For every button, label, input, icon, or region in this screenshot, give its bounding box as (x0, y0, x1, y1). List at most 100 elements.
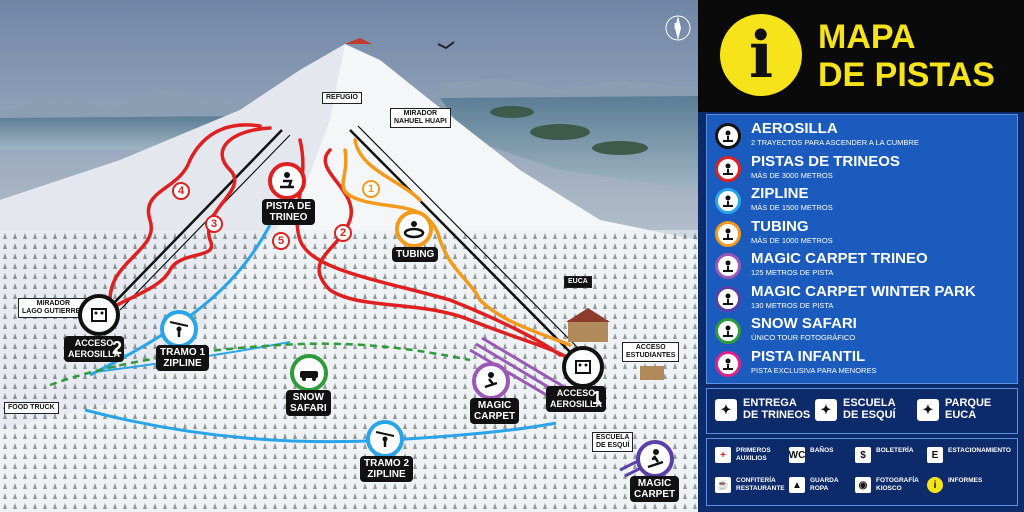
legend-item-name: PISTAS DE TRINEOS (751, 152, 900, 170)
zipline-icon (375, 431, 395, 447)
tubing-marker[interactable] (395, 210, 433, 248)
service-label: PARQUE EUCA (945, 397, 992, 421)
sled-delivery-icon: ✦ (715, 399, 737, 421)
sled-runs (108, 123, 572, 362)
tubing-icon (403, 221, 425, 239)
parking-icon: E (927, 447, 943, 463)
mirador-nahuel-label: MIRADOR NAHUEL HUAPI (390, 108, 451, 128)
magic-carpet-winter-marker[interactable] (636, 440, 674, 478)
legend-item-name: SNOW SAFARI (751, 315, 857, 332)
chairlift-icon (91, 308, 107, 322)
snow-safari-label: SNOW SAFARI (286, 390, 331, 416)
service-label: ENTREGA DE TRINEOS (743, 397, 811, 421)
chairlift-icon (715, 123, 741, 149)
sled-marker[interactable] (268, 162, 306, 200)
facility-label: PRIMEROS AUXILIOS (736, 447, 771, 462)
legend-item-description: 125 METROS DE PISTA (751, 268, 834, 277)
facility-label: ESTACIONAMIENTO (948, 447, 1011, 454)
legend-item-name: MAGIC CARPET TRINEO (751, 250, 928, 267)
acceso-aerosilla-2-text: ACCESO AEROSILLA (68, 338, 121, 359)
kids-slope-icon (715, 350, 741, 377)
chairlift-2-marker[interactable] (78, 294, 120, 336)
facility-label: INFORMES (948, 477, 983, 484)
legend-item-description: 2 TRAYECTOS PARA ASCENDER A LA CUMBRE (751, 138, 919, 147)
mirador-lago-label: MIRADOR LAGO GUTIERREZ (18, 298, 89, 318)
restroom-icon: WC (789, 447, 805, 463)
title-line-2: DE PISTAS (818, 56, 995, 94)
chairlift-1-marker[interactable] (562, 346, 604, 388)
tramo1-label: TRAMO 1 ZIPLINE (156, 345, 209, 371)
services-row: ✦ ENTREGA DE TRINEOS✦ESCUELA DE ESQUÍ✦PAR… (706, 388, 1018, 434)
panel-title: MAPA DE PISTAS (818, 18, 995, 94)
panel-header: i MAPA DE PISTAS (698, 0, 1024, 112)
snow-safari-marker[interactable] (290, 354, 328, 392)
tramo2-label: TRAMO 2 ZIPLINE (360, 456, 413, 482)
food-truck-label: FOOD TRUCK (4, 402, 59, 414)
legend-item-description: MÁS DE 1500 METROS (751, 203, 833, 212)
tubing-label: TUBING (392, 247, 439, 262)
legend-item-description: ÚNICO TOUR FOTOGRÁFICO (751, 333, 856, 342)
tubing-run (341, 138, 572, 347)
facility-label: BAÑOS (810, 447, 834, 454)
legend-item-description: MÁS DE 1000 METROS (751, 235, 833, 245)
run-number-3: 3 (205, 215, 223, 233)
magic-carpet-2-label: MAGIC CARPET (630, 476, 680, 502)
compass-north: N (674, 22, 680, 31)
restaurant-icon: ☕ (715, 477, 731, 493)
snow-safari-route (49, 342, 471, 387)
acceso-aerosilla-1-label: ACCESO AEROSILLA (546, 386, 607, 412)
info-icon: i (927, 477, 943, 493)
facility-label: GUARDA ROPA (810, 477, 839, 492)
ticket-icon: $ (855, 447, 871, 463)
facility-label: FOTOGRAFÍA KIOSCO (876, 477, 919, 492)
zipline-1 (89, 224, 272, 377)
magic-carpet-marker[interactable] (472, 362, 510, 400)
refugio-label: REFUGIO (322, 92, 362, 104)
legend-item-name: ZIPLINE (751, 185, 809, 202)
legend-item-name: AEROSILLA (751, 120, 838, 137)
magic-carpet-label: MAGIC CARPET (470, 398, 520, 424)
legend-item-name: PISTA INFANTIL (751, 347, 866, 365)
facility-label: BOLETERÍA (876, 447, 914, 454)
legend-item-name: MAGIC CARPET WINTER PARK (751, 282, 976, 300)
magic-carpet-ski-icon (647, 449, 664, 469)
pista-trineo-label: PISTA DE TRINEO (262, 199, 316, 225)
info-symbol: i (748, 17, 774, 93)
acceso-aerosilla-2-label: ACCESO AEROSILLA (64, 336, 125, 362)
zipline-icon (715, 188, 741, 214)
sled-icon (715, 155, 741, 182)
run-number-5: 5 (272, 232, 290, 250)
service-item: ✦ESCUELA DE ESQUÍ (815, 395, 911, 429)
snow-safari-icon (715, 318, 741, 344)
zipline-icon (169, 321, 189, 337)
acceso-aerosilla-2-number: 2 (112, 338, 123, 358)
escuela-esqui-label: ESCUELA DE ESQUÍ (592, 432, 634, 452)
info-icon: i (720, 14, 802, 96)
acceso-estudiantes-label: ACCESO ESTUDIANTES (622, 342, 680, 362)
acceso-aerosilla-1-text: ACCESO AEROSILLA (550, 388, 603, 409)
magic-carpet-sled-icon (484, 372, 498, 389)
photo-icon: ◉ (855, 477, 871, 493)
magic-carpet-ski-icon (715, 285, 741, 312)
sled-icon (280, 172, 294, 189)
service-item: ✦PARQUE EUCA (917, 395, 1013, 429)
zipline-2-marker[interactable] (366, 420, 404, 458)
service-label: ESCUELA DE ESQUÍ (843, 397, 896, 421)
run-number-2: 2 (334, 224, 352, 242)
run-number-1: 1 (362, 180, 380, 198)
zipline-1-marker[interactable] (160, 310, 198, 348)
legend-item-description: MÁS DE 3000 METROS (751, 170, 833, 180)
facility-label: CONFITERÍA RESTAURANTE (736, 477, 785, 492)
magic-carpet-tracks (469, 336, 567, 402)
tubing-icon (715, 220, 741, 247)
magic-carpet-sled-icon (715, 253, 741, 279)
